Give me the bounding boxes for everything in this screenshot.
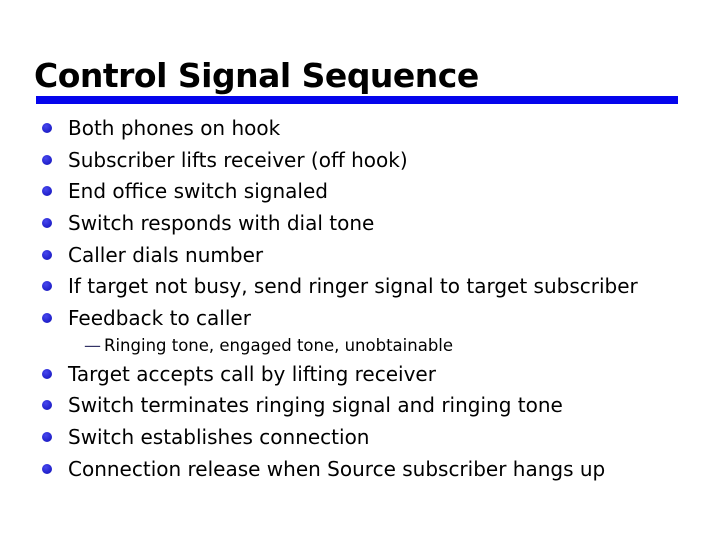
bullet-item: Switch terminates ringing signal and rin…: [0, 390, 720, 422]
bullet-text: Target accepts call by lifting receiver: [68, 361, 436, 386]
bullet-icon: [42, 368, 52, 379]
sub-bullet-text: Ringing tone, engaged tone, unobtainable: [104, 336, 454, 356]
bullet-icon: [42, 281, 52, 292]
bullet-item: Feedback to caller: [0, 302, 720, 334]
bullet-icon: [42, 122, 52, 133]
bullet-item: If target not busy, send ringer signal t…: [0, 270, 720, 302]
bullet-item: Switch establishes connection: [0, 421, 720, 453]
bullet-text: Subscriber lifts receiver (off hook): [68, 147, 408, 172]
bullet-item: Target accepts call by lifting receiver: [0, 358, 720, 390]
bullet-text: End office switch signaled: [68, 179, 328, 204]
sub-bullet-item: — Ringing tone, engaged tone, unobtainab…: [0, 334, 720, 358]
bullet-item: Switch responds with dial tone: [0, 207, 720, 239]
dash-icon: —: [84, 335, 101, 356]
bullet-text: Switch responds with dial tone: [68, 210, 375, 235]
bullet-icon: [42, 154, 52, 165]
bullet-text: Feedback to caller: [68, 305, 251, 330]
bullet-item: Both phones on hook: [0, 112, 720, 144]
bullet-text: Switch terminates ringing signal and rin…: [68, 393, 563, 418]
bullet-icon: [42, 186, 52, 197]
bullet-icon: [42, 217, 52, 228]
title-underline-rule: [36, 96, 678, 104]
page-title: Control Signal Sequence: [34, 56, 479, 95]
bullet-text: Switch establishes connection: [68, 425, 370, 450]
bullet-icon: [42, 400, 52, 411]
bullet-text: If target not busy, send ringer signal t…: [68, 274, 638, 299]
bullet-icon: [42, 432, 52, 443]
bullet-text: Connection release when Source subscribe…: [68, 456, 606, 481]
bullet-text: Caller dials number: [68, 242, 264, 267]
bullet-item: Subscriber lifts receiver (off hook): [0, 144, 720, 176]
bullet-list: Both phones on hook Subscriber lifts rec…: [0, 112, 720, 485]
bullet-icon: [42, 249, 52, 260]
bullet-item: End office switch signaled: [0, 175, 720, 207]
bullet-item: Caller dials number: [0, 239, 720, 271]
bullet-item: Connection release when Source subscribe…: [0, 453, 720, 485]
bullet-text: Both phones on hook: [68, 115, 281, 140]
bullet-icon: [42, 312, 52, 323]
bullet-icon: [42, 463, 52, 474]
